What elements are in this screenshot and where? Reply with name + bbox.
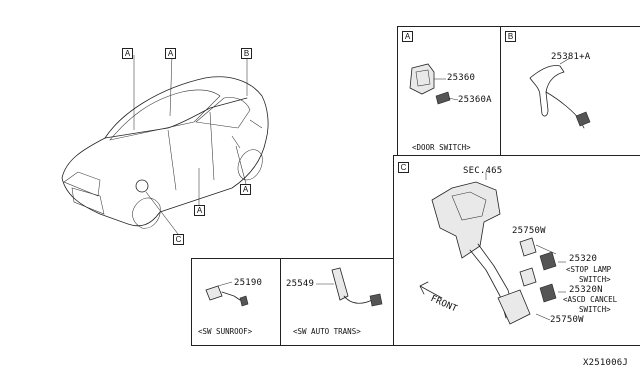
vehicle-marker-c: C: [173, 234, 184, 245]
section-reference: SEC.465: [463, 166, 503, 176]
door-switch-caption: <DOOR SWITCH>: [412, 143, 471, 152]
pedal-assembly-illustration: [419, 172, 566, 325]
vehicle-marker-a-4: A: [194, 205, 205, 216]
vehicle-marker-b: B: [241, 48, 252, 59]
sunroof-switch-illustration: [205, 281, 249, 307]
part-number-25190: 25190: [234, 278, 263, 288]
vehicle-marker-a-1: A: [122, 48, 133, 59]
ascd-cancel-note-line1: <ASCD CANCEL: [563, 295, 618, 304]
harness-illustration: [529, 57, 591, 129]
stop-lamp-note-line2: SWITCH>: [579, 275, 611, 284]
panel-c-frame: [393, 155, 640, 346]
ascd-cancel-note-line2: SWITCH>: [579, 305, 611, 314]
vehicle-marker-a-2: A: [165, 48, 176, 59]
auto-trans-switch-illustration: [316, 267, 383, 307]
stop-lamp-note-line1: <STOP LAMP: [566, 265, 612, 274]
panel-c-tag: C: [398, 162, 409, 173]
door-switch-illustration: [409, 63, 459, 105]
part-number-25381a: 25381+A: [551, 52, 591, 62]
vehicle-illustration: [61, 54, 269, 235]
panel-b-tag: B: [505, 31, 516, 42]
auto-trans-caption: <SW AUTO TRANS>: [293, 327, 361, 336]
part-number-25360a: 25360A: [458, 95, 492, 105]
panel-a-tag: A: [402, 31, 413, 42]
part-number-25320: 25320: [569, 254, 598, 264]
part-number-25750w-upper: 25750W: [512, 226, 546, 236]
part-number-25750w-lower: 25750W: [550, 315, 584, 325]
sunroof-caption: <SW SUNROOF>: [198, 327, 253, 336]
part-number-25549: 25549: [286, 279, 315, 289]
panel-auto-trans-frame: [280, 258, 394, 346]
diagram-code: X251006J: [583, 358, 628, 368]
part-number-25360: 25360: [447, 73, 476, 83]
part-number-25320n: 25320N: [569, 285, 603, 295]
vehicle-marker-a-3: A: [240, 184, 251, 195]
